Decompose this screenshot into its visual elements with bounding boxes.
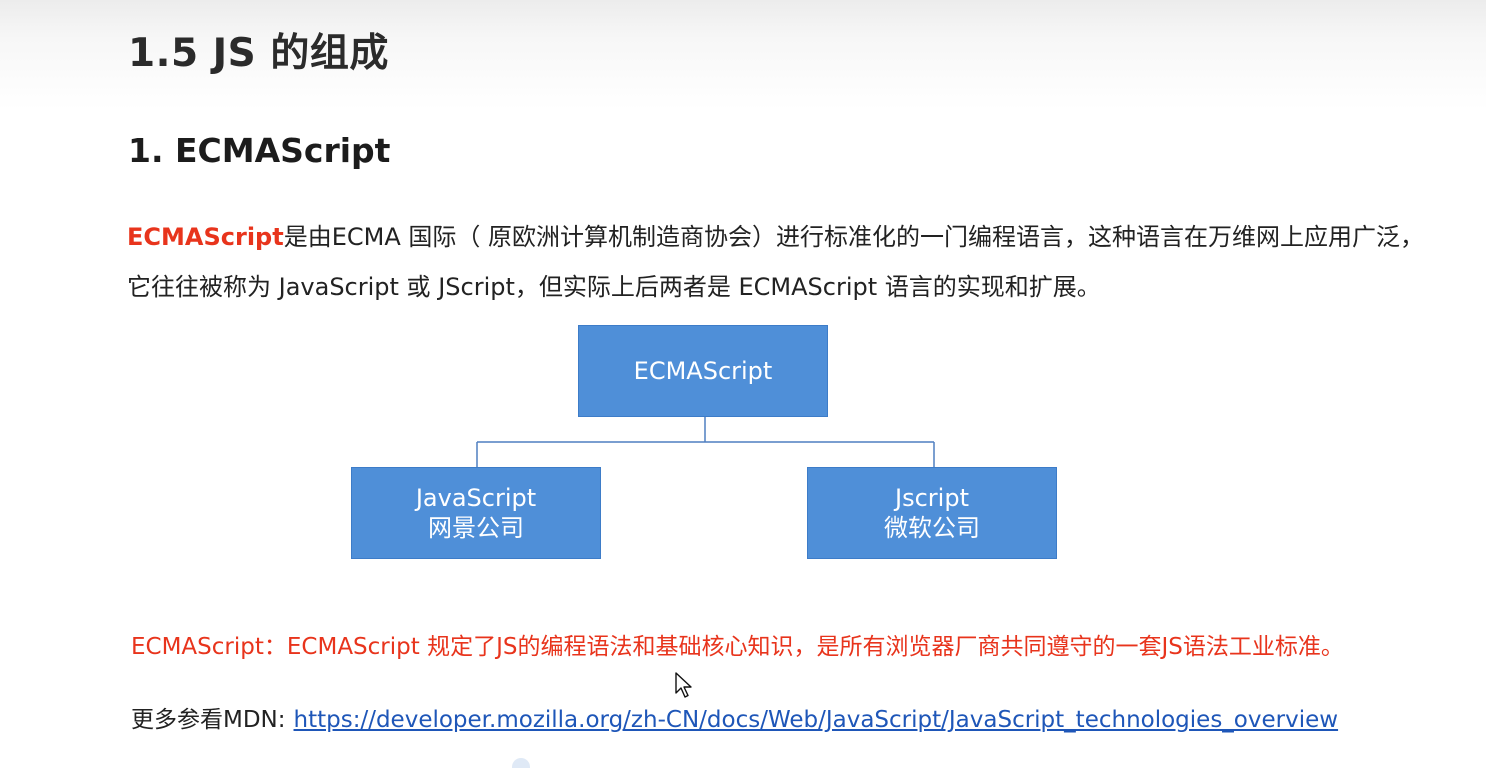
intro-paragraph: ECMAScript是由ECMA 国际（ 原欧洲计算机制造商协会）进行标准化的一…	[127, 212, 1427, 312]
intro-text: 是由ECMA 国际（ 原欧洲计算机制造商协会）进行标准化的一门编程语言，这种语言…	[127, 223, 1425, 301]
node-company: 网景公司	[428, 514, 524, 542]
intro-highlight: ECMAScript	[127, 223, 284, 251]
node-company: 微软公司	[884, 514, 980, 542]
page-title: 1.5 JS 的组成	[128, 31, 389, 76]
node-label: JavaScript	[415, 484, 537, 512]
definition-text: ECMAScript：ECMAScript 规定了JS的编程语法和基础核心知识，…	[131, 634, 1344, 660]
diagram-node-ecmascript: ECMAScript	[578, 325, 828, 417]
top-shade	[0, 0, 1486, 110]
mdn-link[interactable]: https://developer.mozilla.org/zh-CN/docs…	[293, 707, 1339, 733]
node-label: ECMAScript	[633, 357, 773, 385]
mouse-cursor-icon	[675, 672, 692, 698]
more-label: 更多参看MDN:	[131, 707, 286, 733]
diagram-node-javascript: JavaScript 网景公司	[351, 467, 601, 559]
faint-circle-decoration	[512, 758, 530, 768]
section-heading: 1. ECMAScript	[128, 131, 391, 170]
diagram-node-jscript: Jscript 微软公司	[807, 467, 1057, 559]
more-reference: 更多参看MDN: https://developer.mozilla.org/zh…	[131, 700, 1338, 734]
node-label: Jscript	[895, 484, 969, 512]
